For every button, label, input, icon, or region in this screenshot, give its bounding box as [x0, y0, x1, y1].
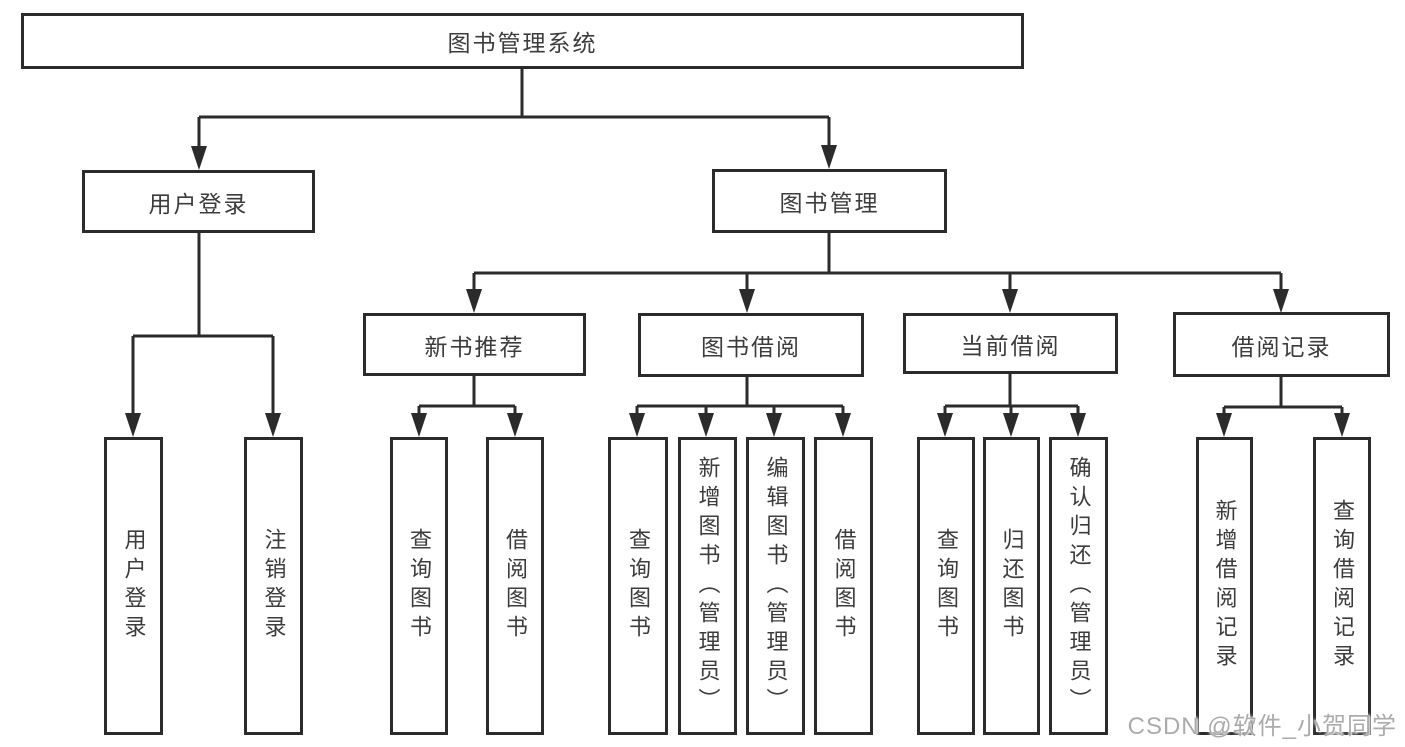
leaf-confirm-return-admin: 确认归还（管理员）: [1049, 437, 1108, 735]
leaf-label: 查询图书: [626, 528, 651, 644]
node-label: 用户登录: [148, 190, 249, 217]
node-label: 新书推荐: [424, 333, 525, 360]
node-label: 借阅记录: [1231, 333, 1332, 360]
leaf-logout: 注销登录: [244, 437, 303, 735]
node-new-book-recommendation: 新书推荐: [363, 313, 586, 376]
leaf-edit-books-admin: 编辑图书（管理员）: [746, 437, 805, 735]
leaf-label: 确认归还（管理员）: [1066, 455, 1092, 717]
leaf-label: 查询图书: [934, 528, 959, 644]
node-user-login: 用户登录: [82, 170, 315, 233]
leaf-borrow-books-1: 借阅图书: [486, 437, 544, 735]
node-library-management-system: 图书管理系统: [21, 13, 1024, 69]
leaf-return-books: 归还图书: [983, 437, 1040, 735]
node-label: 图书管理: [779, 190, 880, 216]
leaf-label: 新增图书（管理员）: [695, 455, 721, 717]
leaf-label: 借阅图书: [503, 528, 528, 644]
node-book-borrowing: 图书借阅: [638, 313, 864, 377]
leaf-label: 查询借阅记录: [1330, 499, 1355, 673]
leaf-label: 用户登录: [121, 528, 147, 644]
leaf-label: 编辑图书（管理员）: [763, 455, 789, 717]
leaf-label: 注销登录: [261, 528, 287, 644]
leaf-label: 新增借阅记录: [1212, 499, 1238, 673]
node-current-borrowing: 当前借阅: [903, 313, 1118, 374]
leaf-query-books-3: 查询图书: [917, 437, 975, 735]
node-label: 当前借阅: [960, 332, 1061, 359]
node-label: 图书借阅: [701, 334, 801, 360]
tree-edges: [131, 69, 1344, 418]
leaf-query-books-1: 查询图书: [390, 437, 448, 735]
node-borrowing-records: 借阅记录: [1173, 312, 1390, 377]
leaf-add-books-admin: 新增图书（管理员）: [678, 437, 737, 735]
csdn-watermark: CSDN @软件_小贺同学: [1127, 713, 1397, 740]
leaf-add-borrow-record: 新增借阅记录: [1196, 437, 1253, 735]
leaf-borrow-books-2: 借阅图书: [814, 437, 873, 735]
leaf-label: 借阅图书: [831, 528, 857, 644]
leaf-query-borrow-record: 查询借阅记录: [1313, 437, 1371, 735]
node-book-management: 图书管理: [712, 169, 947, 233]
leaf-label: 查询图书: [407, 528, 432, 644]
node-label: 图书管理系统: [447, 30, 598, 56]
leaf-query-books-2: 查询图书: [608, 437, 668, 735]
leaf-label: 归还图书: [999, 528, 1025, 644]
leaf-user-login: 用户登录: [104, 437, 163, 735]
